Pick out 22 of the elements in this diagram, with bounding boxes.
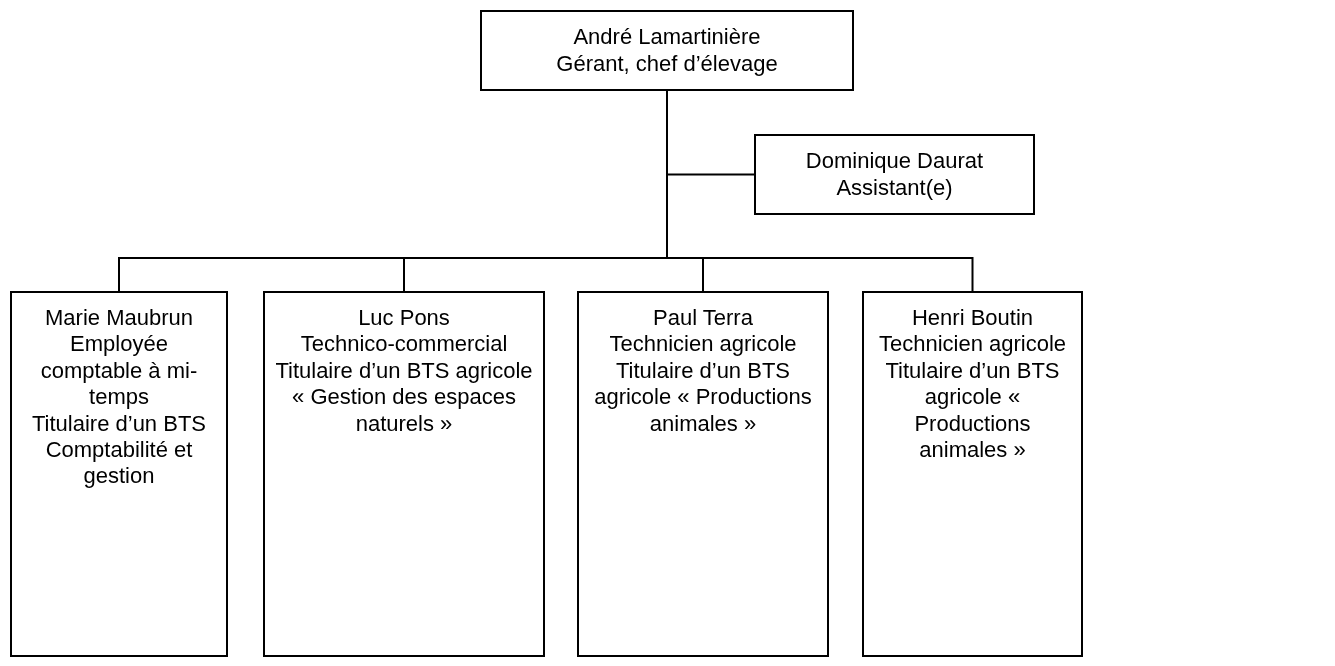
person-name: Luc Pons xyxy=(358,305,450,332)
job-title: Assistant(e) xyxy=(836,174,953,201)
qualification: Titulaire d’un BTS agricole « Productions animales » xyxy=(884,357,1061,464)
job-title: Technicien agricole xyxy=(878,331,1067,358)
qualification: Titulaire d’un BTS agricole « Productions animales » xyxy=(593,357,813,437)
job-title: Technicien agricole xyxy=(609,331,797,358)
qualification: Titulaire d’un BTS agricole « Gestion des espaces naturels » xyxy=(274,357,534,437)
qualification: Titulaire d’un BTS Comptabilité et gestion xyxy=(30,410,207,490)
job-title: Employée comptable à mi-temps xyxy=(39,331,199,411)
person-box xyxy=(10,291,228,657)
person-box xyxy=(577,291,829,657)
person-box xyxy=(480,10,854,91)
person-box xyxy=(754,134,1035,215)
person-name: Dominique Daurat xyxy=(805,148,984,175)
job-title: Technico-commercial xyxy=(300,331,508,358)
person-name: André Lamartinière xyxy=(573,24,761,51)
person-box xyxy=(862,291,1083,657)
person-name: Henri Boutin xyxy=(911,305,1034,332)
person-box xyxy=(263,291,545,657)
job-title: Gérant, chef d’élevage xyxy=(556,50,778,77)
person-name: Marie Maubrun xyxy=(45,305,193,332)
person-name: Paul Terra xyxy=(653,305,753,332)
